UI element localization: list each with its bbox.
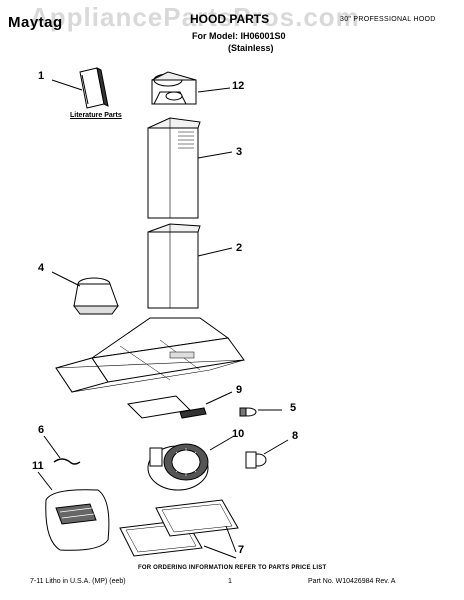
duct-transition[interactable] bbox=[151, 71, 197, 105]
callout-6: 6 bbox=[38, 424, 45, 436]
leader-7a bbox=[203, 545, 237, 559]
section-title: 30" PROFESSIONAL HOOD bbox=[340, 16, 436, 23]
literature-parts-label: Literature Parts bbox=[70, 112, 122, 119]
leader-1 bbox=[51, 79, 83, 91]
callout-12: 12 bbox=[232, 80, 245, 92]
watermark: AppliancePartsPros.com bbox=[30, 2, 360, 32]
bulb[interactable] bbox=[239, 407, 257, 417]
page-title: HOOD PARTS bbox=[190, 12, 270, 26]
grease-filters[interactable] bbox=[119, 499, 239, 557]
blower-motor[interactable] bbox=[147, 443, 209, 491]
callout-2: 2 bbox=[236, 242, 243, 254]
upper-chimney[interactable] bbox=[147, 117, 201, 219]
leader-10 bbox=[209, 435, 235, 451]
callout-7: 7 bbox=[238, 544, 245, 556]
callout-10: 10 bbox=[232, 428, 245, 440]
callout-5: 5 bbox=[290, 402, 297, 414]
leader-2 bbox=[197, 247, 233, 257]
leader-7b bbox=[225, 525, 237, 553]
leader-11 bbox=[37, 471, 53, 491]
leader-4 bbox=[51, 271, 81, 287]
model-label: For Model: IH06001S0 bbox=[192, 31, 286, 41]
bulb-cover[interactable] bbox=[245, 451, 267, 469]
charcoal-filter-kit[interactable] bbox=[45, 489, 110, 551]
leader-12 bbox=[197, 87, 231, 93]
brand-logo: Maytag bbox=[8, 14, 63, 31]
leader-9 bbox=[205, 391, 233, 405]
part-number: Part No. W10426984 Rev. A bbox=[308, 578, 396, 585]
litho-info: 7-11 Litho in U.S.A. (MP) (eeb) bbox=[30, 578, 126, 585]
leader-8 bbox=[263, 439, 289, 455]
callout-4: 4 bbox=[38, 262, 45, 274]
control-board[interactable] bbox=[126, 395, 207, 419]
wire-harness[interactable] bbox=[53, 458, 81, 465]
literature-booklet[interactable] bbox=[79, 67, 109, 109]
callout-9: 9 bbox=[236, 384, 243, 396]
variant-label: (Stainless) bbox=[228, 43, 274, 53]
lower-chimney[interactable] bbox=[147, 223, 201, 309]
page-number: 1 bbox=[228, 578, 232, 585]
callout-3: 3 bbox=[236, 146, 243, 158]
callout-11: 11 bbox=[32, 460, 44, 472]
callout-1: 1 bbox=[38, 70, 45, 82]
leader-6 bbox=[43, 435, 61, 459]
callout-8: 8 bbox=[292, 430, 299, 442]
hood-canopy[interactable] bbox=[55, 317, 245, 393]
mounting-bracket[interactable] bbox=[73, 277, 119, 315]
leader-3 bbox=[197, 151, 233, 159]
ordering-note: FOR ORDERING INFORMATION REFER TO PARTS … bbox=[138, 565, 327, 571]
